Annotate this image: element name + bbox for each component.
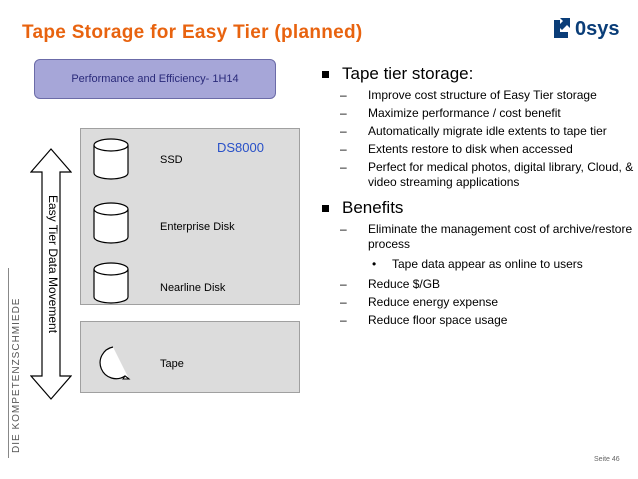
performance-box: Performance and Efficiency- 1H14 [34, 59, 276, 99]
database-cylinder-icon [93, 262, 129, 304]
list-subitem-text: Tape data appear as online to users [392, 257, 583, 271]
bullet-heading: Tape tier storage: [320, 64, 635, 84]
list-subitem: •Tape data appear as online to users [372, 257, 583, 271]
database-cylinder-icon [93, 202, 129, 244]
bullet-heading-text: Benefits [342, 198, 404, 217]
bullet-heading: Benefits [320, 198, 635, 218]
arrow-label: Easy Tier Data Movement [46, 194, 60, 334]
tier-label-enterprise: Enterprise Disk [160, 221, 235, 233]
bullet-square-icon [322, 71, 329, 78]
list-item: –Extents restore to disk when accessed [340, 142, 573, 156]
list-item-text: Improve cost structure of Easy Tier stor… [368, 88, 597, 102]
list-item-text: Reduce $/GB [368, 277, 441, 291]
tier-label-nearline: Nearline Disk [160, 282, 226, 294]
side-divider [8, 268, 9, 458]
page-number: Seite 46 [594, 456, 620, 463]
bullet-list: Tape tier storage: –Improve cost structu… [320, 64, 635, 331]
list-item-text: Maximize performance / cost benefit [368, 106, 561, 120]
list-item-text: Perfect for medical photos, digital libr… [368, 160, 634, 189]
database-cylinder-icon [93, 138, 129, 180]
bullet-square-icon [322, 205, 329, 212]
list-item: –Eliminate the management cost of archiv… [340, 222, 633, 251]
list-item-text: Eliminate the management cost of archive… [368, 222, 633, 251]
list-item: –Automatically migrate idle extents to t… [340, 124, 607, 138]
double-arrow-icon [30, 148, 72, 400]
list-item-text: Reduce floor space usage [368, 313, 508, 327]
list-item: –Maximize performance / cost benefit [340, 106, 561, 120]
list-item: –Reduce energy expense [340, 295, 499, 309]
tier-label-tape: Tape [160, 358, 184, 370]
logo-text: 0sys [575, 18, 620, 40]
list-item-text: Automatically migrate idle extents to ta… [368, 124, 607, 138]
list-item: –Reduce floor space usage [340, 313, 508, 327]
tier-label-ssd: SSD [160, 154, 183, 166]
side-brand-text: DIE KOMPETENZSCHMIEDE [11, 297, 22, 453]
tape-reel-icon [99, 346, 131, 380]
tape-panel [80, 321, 300, 393]
system-label: DS8000 [217, 140, 264, 155]
list-item: –Reduce $/GB [340, 277, 441, 291]
list-item-text: Reduce energy expense [368, 295, 499, 309]
slide-title: Tape Storage for Easy Tier (planned) [22, 22, 363, 43]
bullet-heading-text: Tape tier storage: [342, 64, 474, 83]
list-item: –Improve cost structure of Easy Tier sto… [340, 88, 597, 102]
logo-arrow-icon [554, 18, 570, 38]
list-item-text: Extents restore to disk when accessed [368, 142, 573, 156]
list-item: –Perfect for medical photos, digital lib… [340, 160, 634, 189]
